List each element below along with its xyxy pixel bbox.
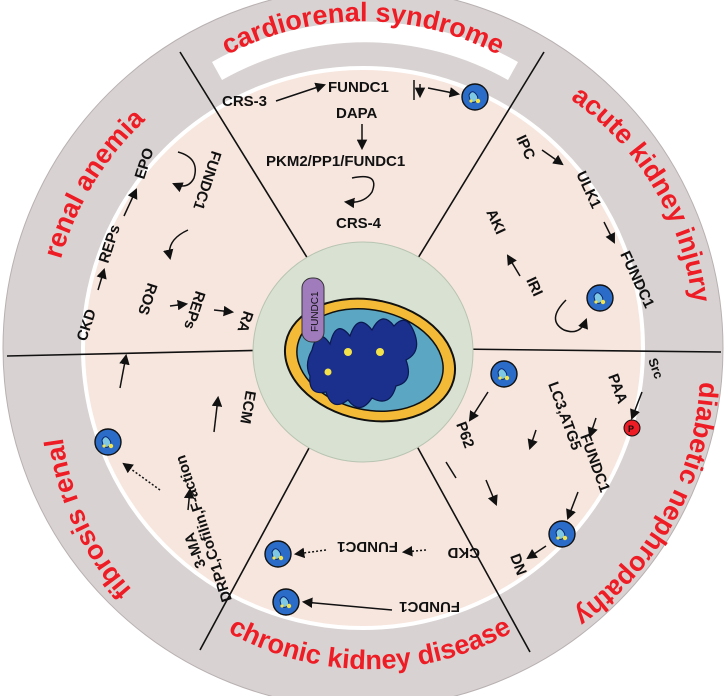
label-iri: IRI — [522, 275, 546, 300]
mitochondrion-icon — [586, 284, 614, 312]
fundc1-tag — [301, 277, 325, 343]
title-bands — [212, 21, 518, 80]
label-ckd: CKD — [447, 544, 480, 561]
mitochondrion-icon — [264, 540, 292, 568]
mitochondrion-icon — [548, 520, 576, 548]
label-src: Src — [645, 356, 666, 381]
mitochondrion-icon — [94, 428, 122, 456]
phospho-icon — [623, 419, 641, 437]
label-pkm2: PKM2/PP1/FUNDC1 — [266, 153, 405, 170]
section-ckd: CKD FUNDC1 FUNDC1 — [264, 538, 480, 616]
label-crs4: CRS-4 — [336, 215, 382, 232]
mitochondrion-icon — [461, 83, 489, 111]
label-fundc1-ckd-a: FUNDC1 — [337, 538, 398, 555]
label-dn: DN — [506, 552, 529, 578]
center-mitochondrion: FUNDC1 — [283, 277, 457, 423]
label-fundc1-ckd-b: FUNDC1 — [399, 598, 460, 615]
label-fundc1-center: FUNDC1 — [310, 291, 321, 332]
label-crs3: CRS-3 — [222, 93, 267, 110]
label-p: P — [628, 424, 634, 434]
mitochondrion-icon — [490, 360, 518, 388]
label-ecm: ECM — [236, 389, 259, 425]
section-cardiorenal: CRS-3 FUNDC1 DAPA PKM2/PP1/FUNDC1 CRS-4 — [222, 79, 489, 232]
label-fundc1-crs: FUNDC1 — [328, 79, 389, 96]
label-dapa: DAPA — [336, 105, 378, 122]
label-ra: RA — [233, 309, 256, 335]
mitochondrion-icon — [272, 588, 300, 616]
